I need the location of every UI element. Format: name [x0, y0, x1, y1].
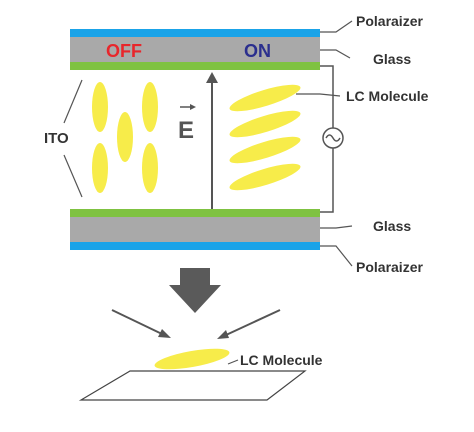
field-label: E — [178, 117, 194, 144]
ito-pointer-bottom — [63, 154, 83, 198]
glass-bottom — [70, 217, 320, 242]
ito-label: ITO — [44, 130, 69, 147]
ito-film-top — [70, 62, 320, 70]
polarizer-bottom-label: Polaraizer — [356, 259, 423, 275]
lc-molecule-bottom-pointer — [227, 359, 239, 365]
lc-molecule — [92, 143, 108, 193]
ac-source-icon — [322, 127, 344, 149]
ito-film-bottom — [70, 209, 320, 217]
lc-molecule — [92, 82, 108, 132]
ray-right — [225, 309, 281, 336]
ray-left — [111, 309, 163, 335]
light-rays — [111, 309, 281, 339]
ito-pointer-top — [63, 79, 83, 124]
on-label: ON — [244, 41, 271, 61]
lc-molecule-bottom-label: LC Molecule — [240, 352, 323, 368]
lc-molecule — [142, 82, 158, 132]
field-arrow-head — [206, 72, 218, 83]
lc-molecule-top-label: LC Molecule — [346, 88, 429, 104]
leader-lines — [296, 20, 353, 267]
lc-molecule — [117, 112, 133, 162]
polarizer-top-label: Polaraizer — [356, 13, 423, 29]
lc-molecules-on — [229, 84, 301, 191]
surface-plane — [78, 370, 307, 401]
lc-molecule — [229, 136, 301, 164]
lc-molecule — [229, 110, 301, 138]
ac-circuit — [320, 65, 334, 213]
lc-molecule — [229, 163, 301, 191]
lc-molecule — [142, 143, 158, 193]
polarizer-bottom — [70, 242, 320, 250]
ray-left-arrowhead — [158, 329, 171, 338]
off-label: OFF — [106, 41, 142, 61]
polarizer-top — [70, 29, 320, 37]
lc-molecule — [229, 84, 301, 112]
glass-top-label: Glass — [373, 51, 411, 67]
glass-bottom-label: Glass — [373, 218, 411, 234]
lc-molecules-off — [92, 82, 158, 193]
ray-right-arrowhead — [217, 330, 229, 339]
down-arrow-icon — [169, 268, 221, 313]
field-vector-arrowhead — [190, 104, 196, 110]
lc-molecule-bottom — [154, 348, 230, 370]
glass-top — [70, 37, 320, 62]
